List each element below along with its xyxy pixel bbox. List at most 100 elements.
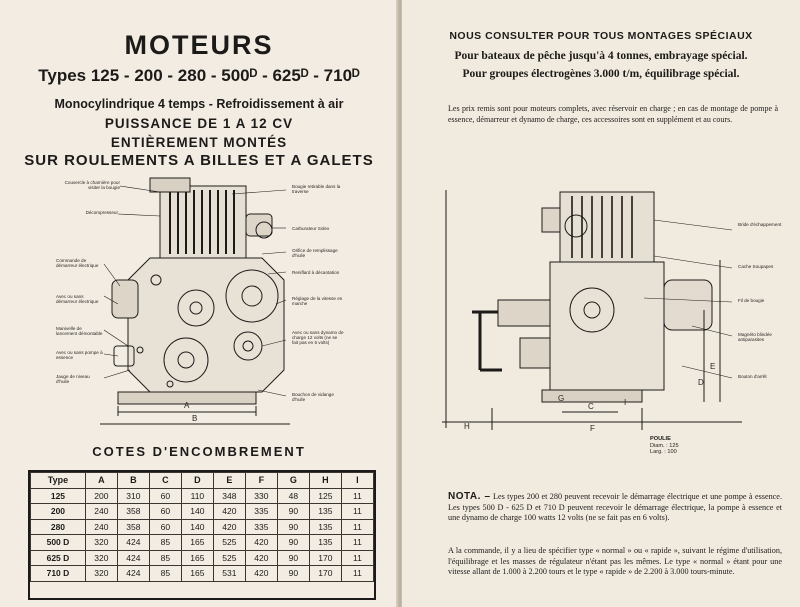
dim-i-label: I xyxy=(624,398,627,407)
table-cell: 85 xyxy=(148,534,182,551)
table-cell: 110 xyxy=(180,487,214,504)
table-cell: 170 xyxy=(308,565,342,582)
label-avec-ou-sans: Avec ou sans démarreur électrique xyxy=(56,294,99,305)
table-cell: 420 xyxy=(244,549,278,566)
table-cell: 90 xyxy=(276,518,310,535)
table-cell: 165 xyxy=(180,565,214,582)
engine-side-diagram xyxy=(442,190,742,430)
table-cell: 135 xyxy=(308,503,342,520)
table-cell: 11 xyxy=(340,518,375,535)
table-cell: 525 xyxy=(212,534,246,551)
table-cell: 525 xyxy=(212,549,246,566)
engine-front-diagram xyxy=(100,177,290,425)
header-special: NOUS CONSULTER POUR TOUS MONTAGES SPÉCIA… xyxy=(449,30,753,42)
dim-c-label: C xyxy=(588,402,594,411)
table-cell: 90 xyxy=(276,549,310,566)
table-header-cell: Type xyxy=(30,472,86,489)
label-commande: Commande de démarreur électrique xyxy=(56,258,99,269)
table-cell: 320 xyxy=(84,549,118,566)
table-cell: 90 xyxy=(276,503,310,520)
table-cell: 358 xyxy=(116,518,150,535)
table-cell: 11 xyxy=(340,503,375,520)
subtitle-bearings: SUR ROULEMENTS A BILLES ET A GALETS xyxy=(24,152,374,169)
left-page: MOTEURS Types 125 - 200 - 280 - 500ᴰ - 6… xyxy=(0,0,398,607)
table-cell: 420 xyxy=(244,534,278,551)
dim-g-label: G xyxy=(558,394,565,403)
dim-e-label: E xyxy=(710,362,716,371)
label-pompe: Avec ou sans pompe à essence xyxy=(56,350,103,361)
table-type-cell: 125 xyxy=(30,487,86,504)
nota-text: Les types 200 et 280 peuvent recevoir le… xyxy=(448,492,782,522)
table-header-cell: F xyxy=(244,472,278,489)
table-cell: 335 xyxy=(244,503,278,520)
table-cell: 140 xyxy=(180,518,214,535)
table-cell: 420 xyxy=(244,565,278,582)
label-bride: Bride d'échappement xyxy=(738,222,782,227)
table-cell: 60 xyxy=(148,503,182,520)
table-cell: 11 xyxy=(340,549,375,566)
table-cell: 240 xyxy=(84,518,118,535)
table-cell: 531 xyxy=(212,565,246,582)
label-reniflard: Reniflard à décantation xyxy=(292,270,340,275)
label-magneto: Magnéto blindée antiparasites xyxy=(738,332,772,343)
table-header-cell: I xyxy=(340,472,375,489)
subtitle-engine: Monocylindrique 4 temps - Refroidissemen… xyxy=(54,97,344,111)
subtitle-assembled: ENTIÈREMENT MONTÉS xyxy=(110,135,288,150)
table-header-cell: C xyxy=(148,472,182,489)
poulie-width: Larg. : 100 xyxy=(650,449,677,455)
table-cell: 60 xyxy=(148,487,182,504)
table-type-cell: 500 D xyxy=(30,534,86,551)
poulie-info: POULIE Diam. : 125 Larg. : 100 xyxy=(650,436,679,456)
dim-a-label: A xyxy=(184,401,190,410)
label-carburateur: Carburateur Solex xyxy=(292,226,330,231)
table-cell: 135 xyxy=(308,534,342,551)
dim-d-label: D xyxy=(698,378,704,387)
header-boats: Pour bateaux de pêche jusqu'à 4 tonnes, … xyxy=(454,50,748,62)
dim-b-label: B xyxy=(192,414,198,423)
header-generators: Pour groupes électrogènes 3.000 t/m, équ… xyxy=(462,68,740,80)
right-page: NOUS CONSULTER POUR TOUS MONTAGES SPÉCIA… xyxy=(402,0,800,607)
table-cell: 85 xyxy=(148,549,182,566)
table-cell: 140 xyxy=(180,503,214,520)
dim-h-label: H xyxy=(464,422,470,431)
dim-f-label: F xyxy=(590,424,595,433)
table-header-cell: E xyxy=(212,472,246,489)
label-manivelle: Manivelle de lancement démontable xyxy=(56,326,103,337)
label-jauge: Jauge de niveau d'huile xyxy=(56,374,90,385)
table-cell: 420 xyxy=(212,518,246,535)
label-bouton: Bouton d'arrêt xyxy=(738,374,767,379)
table-cell: 358 xyxy=(116,503,150,520)
table-cell: 165 xyxy=(180,549,214,566)
table-cell: 420 xyxy=(212,503,246,520)
table-cell: 165 xyxy=(180,534,214,551)
label-couvercle: Couvercle à charnière pour visiter la bo… xyxy=(64,180,120,191)
label-bougie: Bougie retirable dans la traverse xyxy=(292,184,341,195)
table-cell: 90 xyxy=(276,565,310,582)
table-cell: 330 xyxy=(244,487,278,504)
label-dynamo: Avec ou sans dynamo de charge 12 volts (… xyxy=(292,330,344,346)
label-reglage: Réglage de la vitesse en marche xyxy=(292,296,343,307)
table-header-cell: A xyxy=(84,472,118,489)
pricing-paragraph: Les prix remis sont pour moteurs complet… xyxy=(448,104,778,124)
table-cell: 335 xyxy=(244,518,278,535)
table-type-cell: 280 xyxy=(30,518,86,535)
table-cell: 11 xyxy=(340,487,375,504)
table-header-cell: B xyxy=(116,472,150,489)
table-cell: 11 xyxy=(340,534,375,551)
table-cell: 320 xyxy=(84,565,118,582)
label-decompresseur: Décompresseur xyxy=(85,210,118,215)
label-bouchon: Bouchon de vidange d'huile xyxy=(292,392,334,403)
table-cell: 11 xyxy=(340,565,375,582)
order-paragraph: A la commande, il y a lieu de spécifier … xyxy=(448,546,782,576)
poulie-title: POULIE xyxy=(650,436,671,442)
label-orifice: Orifice de remplissage d'huile xyxy=(292,248,338,259)
poulie-diameter: Diam. : 125 xyxy=(650,442,679,449)
table-cell: 48 xyxy=(276,487,310,504)
